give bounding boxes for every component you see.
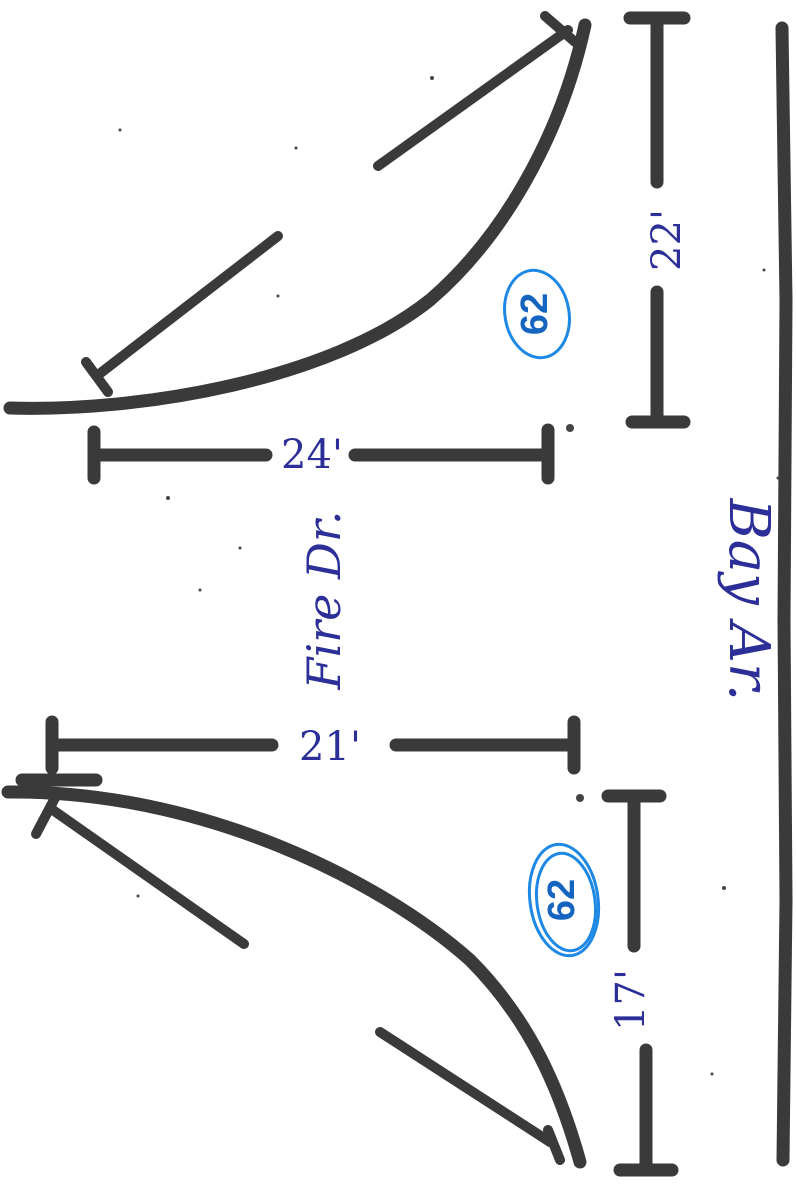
dim-24-label: 24'	[281, 432, 343, 478]
top-island-cap	[540, 11, 580, 47]
top-stall-tee	[81, 357, 113, 397]
top-island-curve	[3, 18, 592, 415]
top-stall-line-2	[93, 231, 283, 380]
scan-specks	[118, 76, 780, 1076]
dim-22-label: 22'	[644, 209, 690, 271]
svg-text:62: 62	[541, 879, 583, 921]
top-space-badge: 62	[503, 268, 571, 360]
dim-17-label: 17'	[608, 969, 654, 1031]
fire-drive-note: Fire Dr.	[297, 511, 351, 691]
bottom-stall-line-1	[45, 803, 249, 949]
bottom-island-curve	[1, 785, 587, 1169]
boundary-line	[775, 21, 793, 1167]
top-stall-line-1	[373, 25, 573, 171]
bay-area-note: Bay Ar.	[716, 498, 781, 702]
bottom-stall-tee	[31, 791, 61, 839]
bottom-stall-line-2	[375, 1027, 555, 1147]
svg-text:62: 62	[514, 293, 556, 335]
bottom-space-badge: 62	[527, 842, 601, 958]
dim-21-label: 21'	[299, 724, 361, 770]
